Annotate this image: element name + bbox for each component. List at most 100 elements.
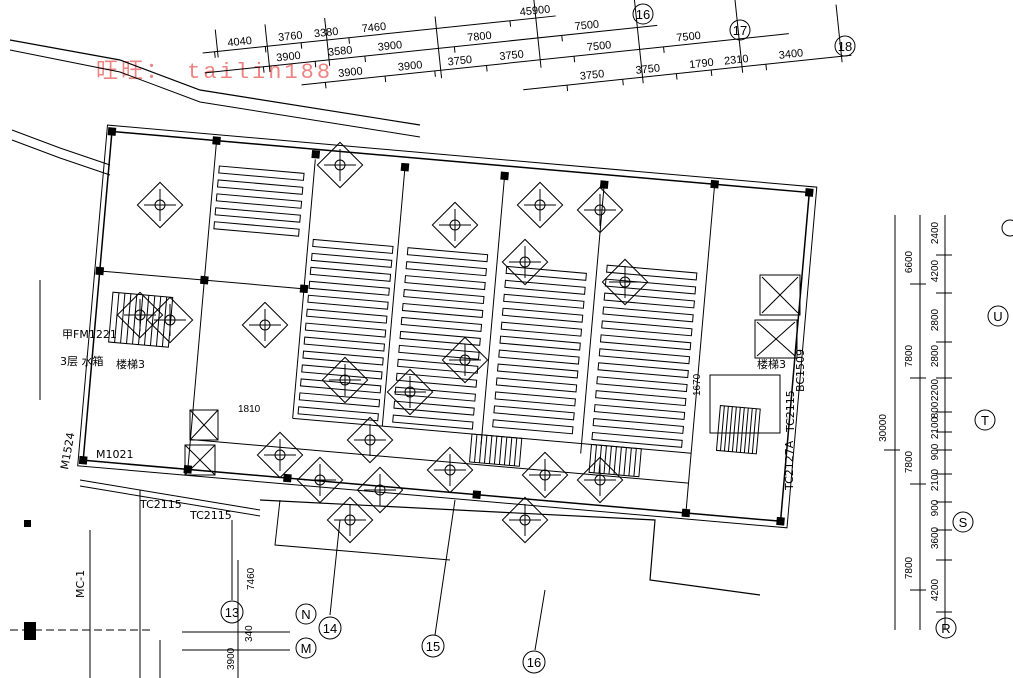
seat-row — [398, 344, 480, 360]
axis-bubble-U: U — [987, 305, 1009, 327]
seat-row — [310, 252, 393, 268]
column-marker — [24, 622, 36, 640]
seat-row — [308, 280, 390, 296]
light-fixture — [321, 356, 369, 404]
window-label-tc2127a: TC2127A — [783, 440, 796, 491]
dimension-label: 3900 — [276, 50, 302, 64]
light-fixture — [316, 141, 364, 189]
svg-text:R: R — [941, 621, 950, 636]
dimension-label: 7800 — [904, 344, 915, 367]
seat-row — [309, 266, 392, 282]
seat-row — [400, 316, 483, 332]
svg-text:18: 18 — [838, 39, 852, 54]
svg-text:14: 14 — [323, 621, 337, 636]
seat-row — [216, 179, 304, 195]
seat-row — [393, 400, 475, 416]
seat-row — [493, 405, 575, 421]
seat-row — [297, 406, 379, 422]
dimension-label: 3580 — [327, 44, 353, 58]
dimension-label: 7500 — [574, 18, 600, 32]
dimension-label: 7500 — [676, 30, 702, 44]
structural-column — [500, 171, 509, 181]
bottom-axis-leaders — [182, 499, 546, 678]
dimension-label: 1790 — [689, 57, 715, 71]
svg-text:13: 13 — [225, 605, 239, 620]
window-label-tc2115-c: TC2115 — [784, 390, 797, 433]
structural-column — [804, 188, 814, 197]
dimension-label: 2100 — [930, 416, 941, 439]
seat-row — [596, 376, 688, 393]
dimension-label: 900 — [930, 443, 941, 460]
dimension-label: 7500 — [586, 39, 612, 53]
structural-column — [183, 465, 193, 474]
seat-row — [492, 419, 574, 435]
seat-row — [218, 165, 305, 181]
seat-row — [598, 348, 691, 365]
outer-wall-left — [9, 39, 421, 678]
dimension-label: 3900 — [397, 59, 423, 73]
axis-bubble-T: T — [974, 409, 996, 431]
seat-row — [503, 293, 585, 309]
light-fixture — [601, 258, 649, 306]
seat-row — [591, 431, 683, 448]
seat-row — [499, 335, 581, 351]
seat-row — [304, 322, 387, 338]
dimension-label: 7460 — [361, 21, 387, 35]
axis-bubble-17-top: 17 — [729, 19, 751, 41]
window-label-bc1509: BC1509 — [794, 349, 807, 392]
light-fixture — [516, 181, 564, 229]
dimension-label: 7800 — [467, 30, 493, 44]
dim-label-1810: 1810 — [238, 404, 261, 415]
structural-column — [283, 473, 292, 483]
dimension-label: 3400 — [778, 47, 804, 61]
axis-bubble-15: 15 — [421, 634, 445, 658]
seat-row — [303, 336, 386, 352]
seat-row — [302, 350, 384, 366]
seat-row — [504, 279, 586, 295]
seat-row — [312, 238, 394, 254]
seat-row — [595, 390, 687, 407]
seat-row — [406, 247, 489, 263]
seat-row — [298, 392, 381, 408]
light-fixture — [356, 466, 404, 514]
structural-column — [681, 508, 691, 518]
seat-row — [306, 308, 388, 324]
seat-row — [395, 372, 478, 388]
svg-text:T: T — [981, 413, 989, 428]
structural-column — [95, 266, 105, 276]
light-fixture — [521, 451, 569, 499]
structural-column — [710, 179, 719, 189]
dimension-label: 7800 — [904, 556, 915, 579]
light-fixture — [426, 446, 474, 494]
svg-text:M: M — [301, 641, 312, 656]
dim-bottom-3900: 3900 — [226, 647, 237, 670]
axis-bubble-S: S — [952, 511, 974, 533]
svg-text:16: 16 — [636, 7, 650, 22]
structural-column — [107, 127, 117, 136]
dimension-label: 2400 — [930, 221, 941, 244]
svg-text:17: 17 — [733, 23, 747, 38]
svg-text:N: N — [301, 607, 310, 622]
structural-column — [78, 455, 88, 465]
seat-row — [606, 264, 698, 281]
axis-bubble-16-bottom: 16 — [522, 650, 546, 674]
structural-column — [599, 180, 609, 189]
structural-column — [299, 284, 309, 294]
light-fixture — [431, 201, 479, 249]
seat-row — [215, 193, 303, 209]
dimension-label: 3900 — [377, 39, 403, 53]
svg-text:16: 16 — [527, 655, 541, 670]
seat-row — [401, 302, 484, 319]
window-label-tc2115-a: TC2115 — [139, 498, 182, 511]
dimension-label: 7800 — [904, 450, 915, 473]
seat-row — [500, 321, 583, 337]
seat-row — [497, 363, 579, 379]
dimension-label: 3900 — [338, 65, 364, 79]
axis-bubble-16-top: 16 — [632, 3, 654, 25]
dimension-label: 2800 — [930, 344, 941, 367]
seat-row — [601, 320, 693, 337]
light-fixture — [241, 301, 289, 349]
light-fixture — [346, 416, 394, 464]
dimension-label: 3600 — [930, 526, 941, 549]
